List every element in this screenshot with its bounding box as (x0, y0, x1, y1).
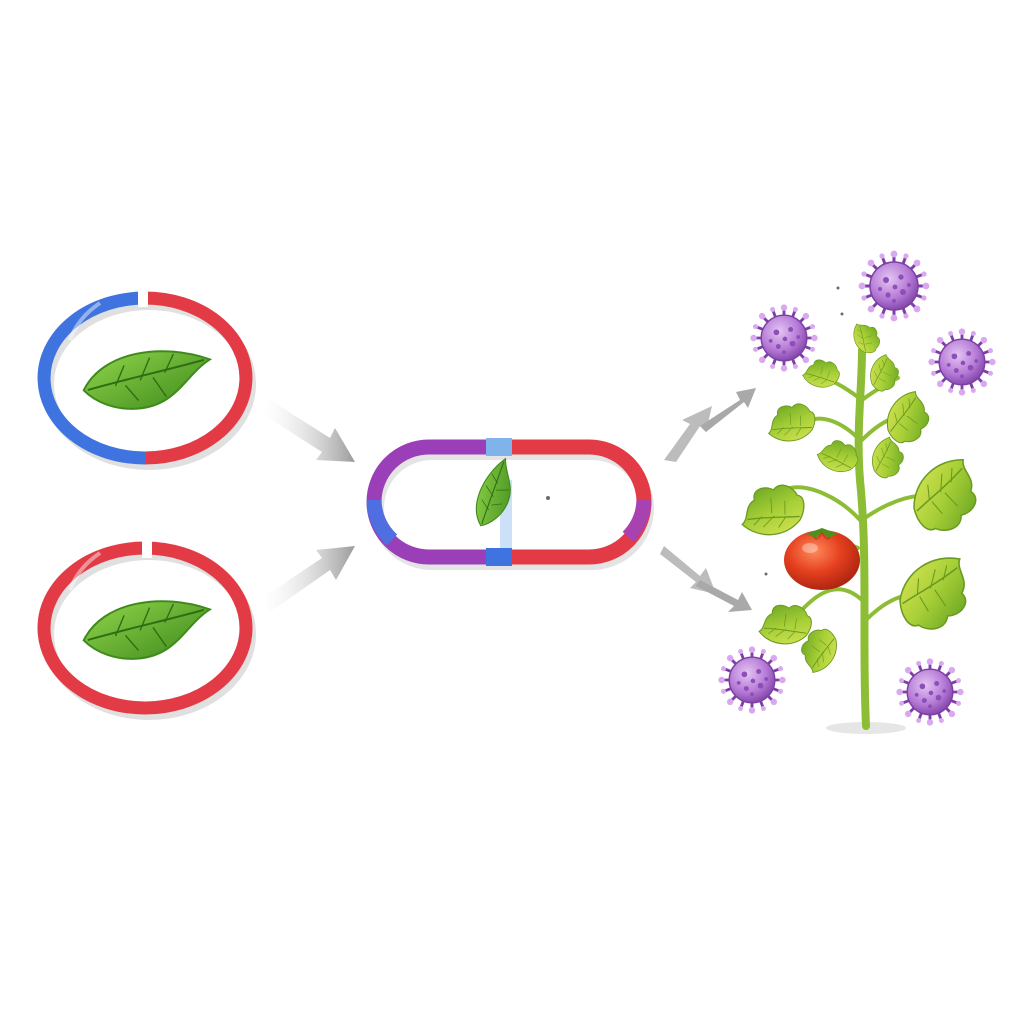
arrow-top-to-center (262, 400, 355, 462)
plant-leaf (850, 323, 883, 355)
plant-leaf (767, 396, 820, 450)
specks (546, 286, 844, 576)
dna-junction (486, 438, 512, 456)
virus-icon (926, 326, 998, 398)
recombinant-plasmid (366, 438, 654, 570)
arrow-bottom-to-center (262, 546, 355, 612)
plant-leaf (893, 554, 972, 635)
plasmid-red (37, 538, 256, 720)
arrow-icon (664, 406, 712, 462)
arrow-icon (262, 546, 355, 612)
dna-segment-blue (37, 291, 146, 465)
leaf-icon (80, 596, 214, 664)
arrow-icon (700, 388, 756, 432)
virus-icon (748, 302, 820, 374)
tomato-plant (740, 323, 985, 734)
plant-leaf (862, 435, 911, 484)
leaf-icon (80, 346, 214, 414)
plant-leaf (861, 352, 906, 397)
plasmid-highlight (68, 551, 102, 591)
plant-stem (854, 346, 870, 730)
virus-icon (857, 249, 931, 323)
arrow-center-to-viruses (664, 388, 756, 462)
dna-segment-red (144, 291, 253, 465)
arrow-icon (696, 580, 752, 612)
dna-junction (486, 548, 512, 566)
dna-segment-red (512, 439, 652, 565)
virus-icon (894, 656, 966, 728)
leaf-icon (464, 454, 527, 533)
plant-leaf (902, 455, 985, 540)
virus-icon (716, 644, 788, 716)
tomato-icon (784, 528, 860, 590)
arrow-center-to-plant (660, 546, 752, 612)
arrow-icon (262, 400, 355, 462)
plasmid-nick (138, 287, 148, 307)
dna-segment-blue (366, 499, 398, 546)
plasmid-blue-red (37, 287, 256, 470)
plasmid-highlight (68, 301, 102, 341)
plasmid-nick (142, 538, 152, 558)
dna-segment-purple (622, 499, 652, 543)
